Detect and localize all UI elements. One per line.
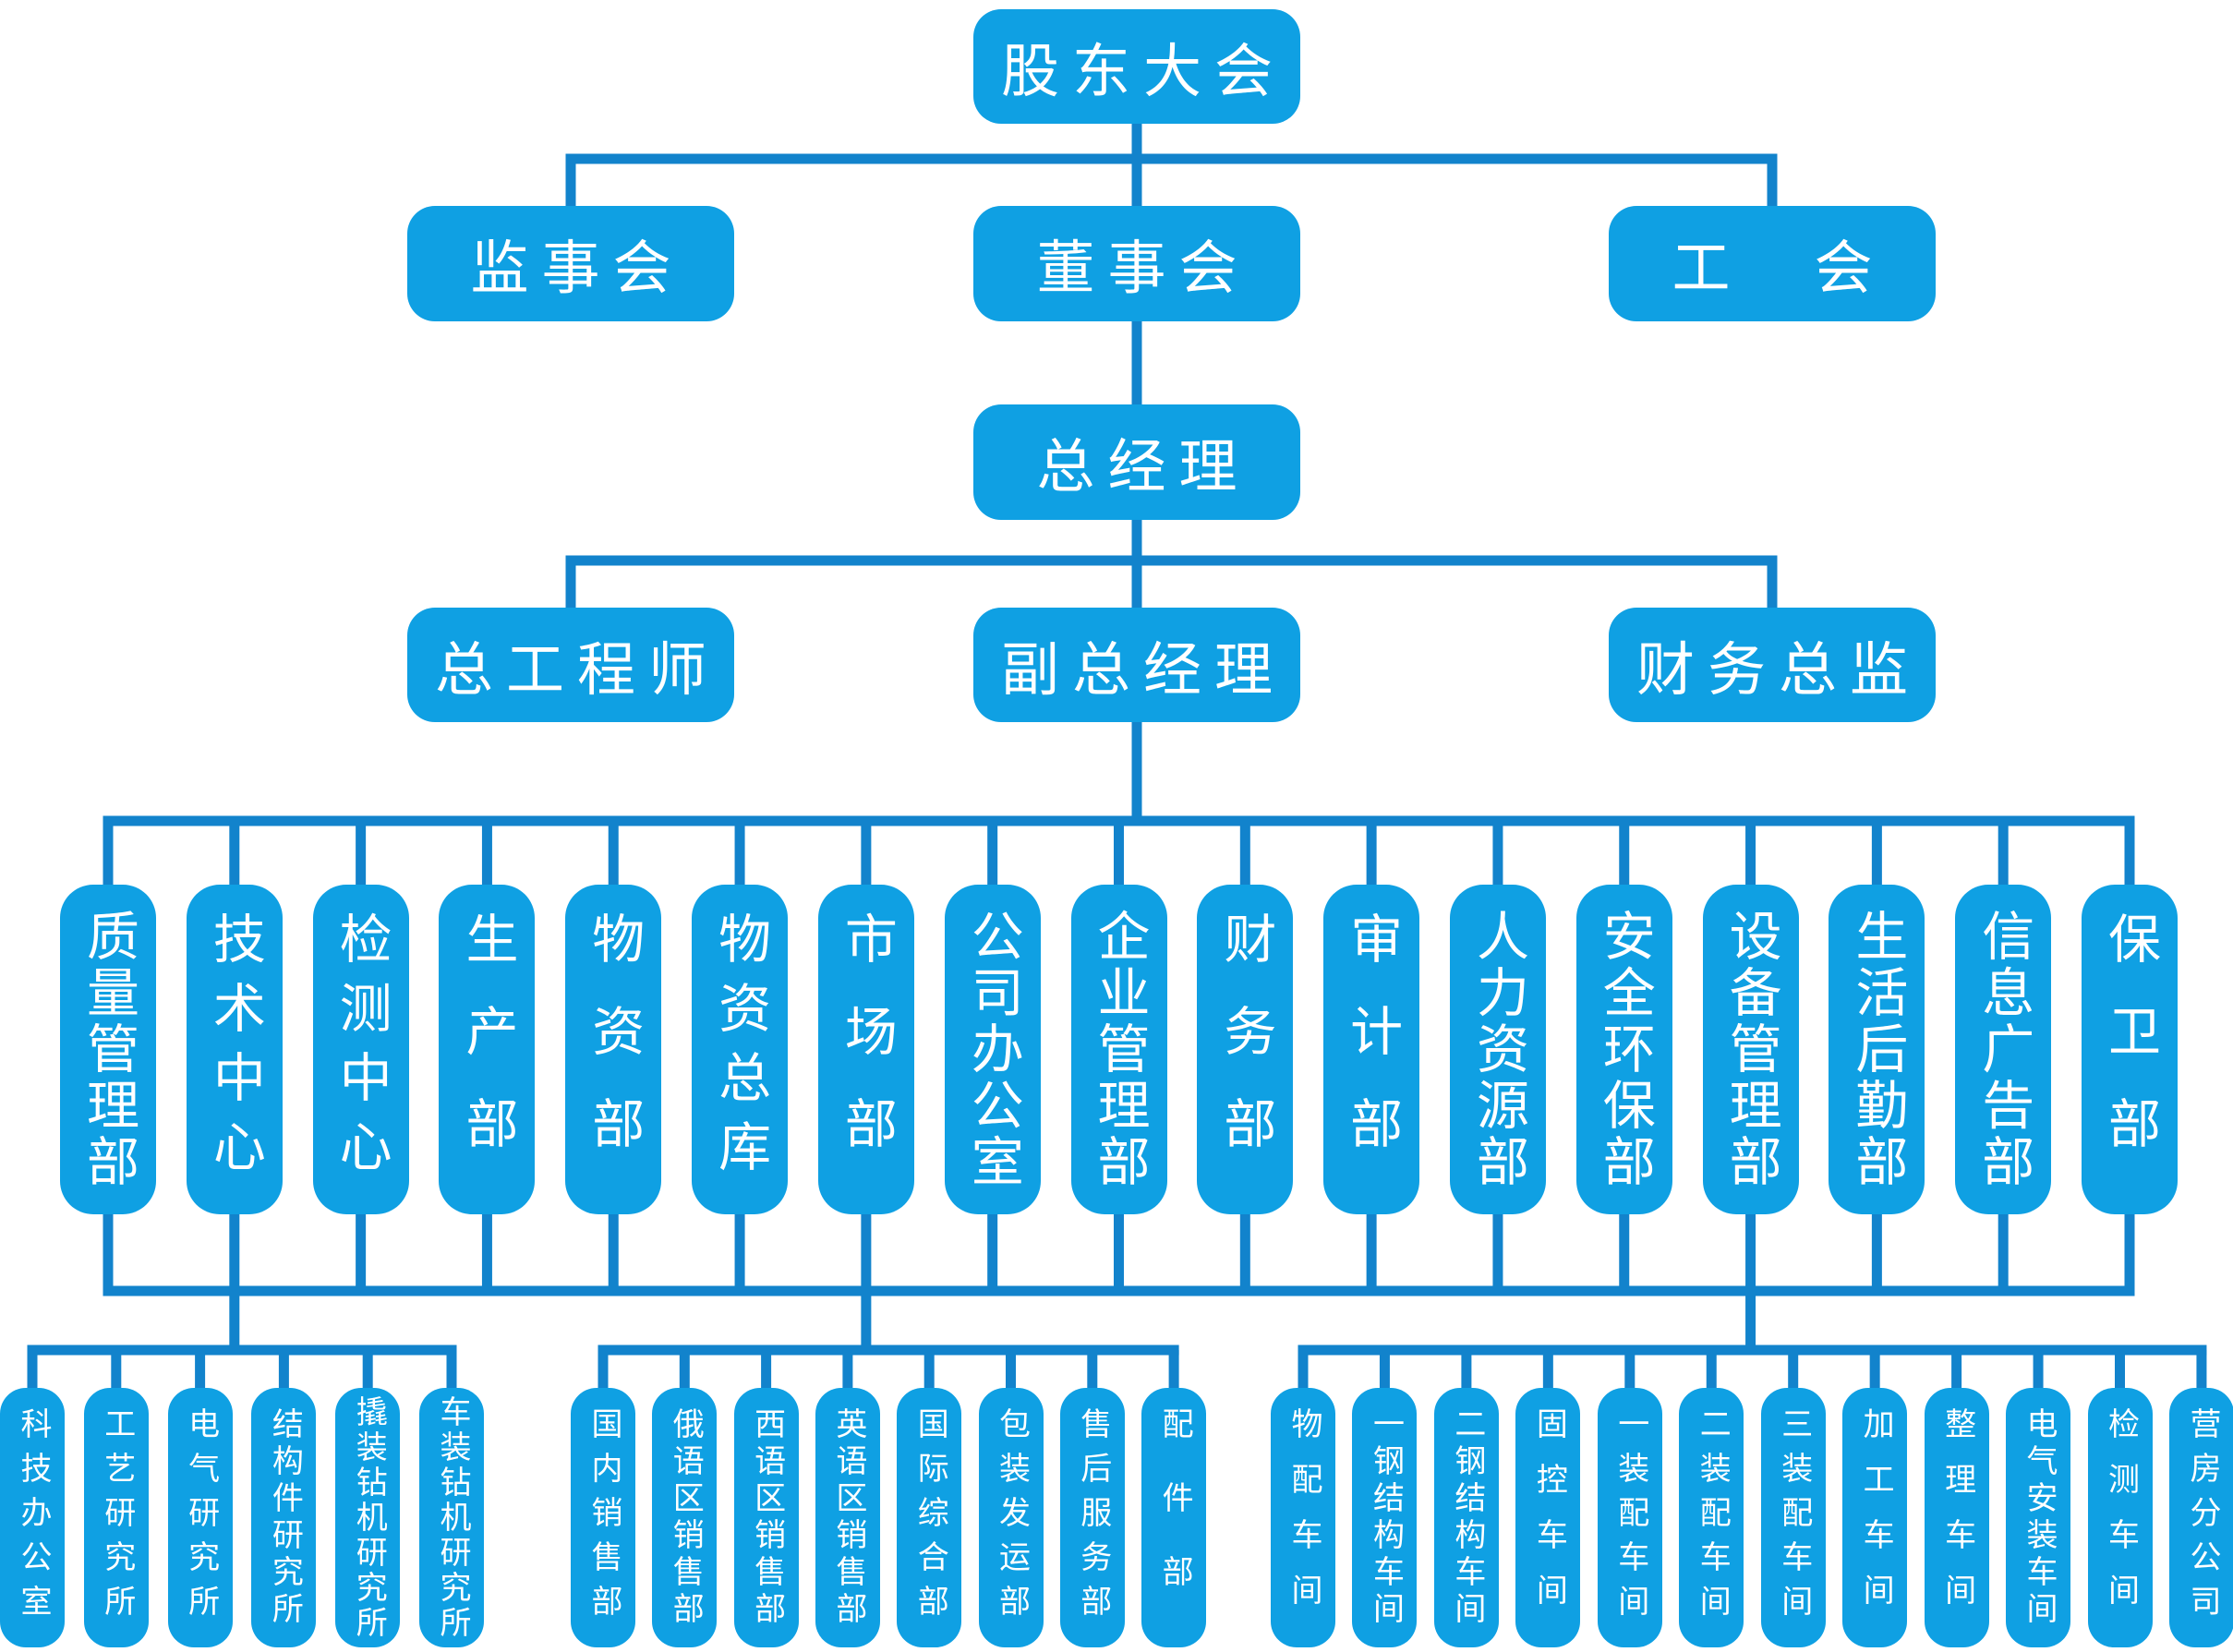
org-node-unit: 俄语区销售部 <box>652 1388 718 1647</box>
org-node-unit: 车装钻机研究所 <box>419 1388 484 1647</box>
org-node-unit: 售后服务部 <box>1059 1388 1125 1647</box>
org-node-deputy-general-manager: 副总经理 <box>973 608 1300 722</box>
org-node-unit: 撬装钻机研究所 <box>335 1388 401 1647</box>
org-node-unit: 配件部 <box>1141 1388 1207 1647</box>
org-node-labor-union: 工 会 <box>1609 206 1936 321</box>
org-node-department: 企业管理部 <box>1070 885 1167 1214</box>
org-node-unit: 国内销售部 <box>571 1388 635 1647</box>
org-node-department: 信息广告部 <box>1955 885 2052 1214</box>
org-node-board-of-directors: 董事会 <box>973 206 1300 321</box>
org-node-department: 物资部 <box>565 885 662 1214</box>
org-node-unit: 三装配车间 <box>1760 1388 1826 1647</box>
org-node-department: 生产部 <box>439 885 536 1214</box>
org-node-unit: 结构件研究所 <box>251 1388 317 1647</box>
org-node-department: 技术中心 <box>186 885 283 1214</box>
org-node-department: 设备管理部 <box>1702 885 1799 1214</box>
org-node-shareholders-meeting: 股东大会 <box>973 9 1300 124</box>
org-node-chief-engineer: 总工程师 <box>407 608 734 722</box>
org-node-unit: 加工车间 <box>1842 1388 1908 1647</box>
org-node-supervisory-board: 监事会 <box>407 206 734 321</box>
org-node-unit: 一装配车间 <box>1597 1388 1662 1647</box>
org-node-department: 保卫部 <box>2082 885 2178 1214</box>
org-node-unit: 英语区销售部 <box>815 1388 880 1647</box>
org-node-general-manager: 总经理 <box>973 404 1300 520</box>
org-node-unit: 国际综合部 <box>897 1388 962 1647</box>
org-node-department: 检测中心 <box>312 885 409 1214</box>
org-node-department: 市场部 <box>817 885 914 1214</box>
org-node-unit: 电气安装车间 <box>2006 1388 2071 1647</box>
org-node-unit: 营房分公司 <box>2168 1388 2233 1647</box>
org-node-department: 人力资源部 <box>1449 885 1546 1214</box>
org-node-department: 物资总库 <box>692 885 789 1214</box>
org-node-unit: 西语区销售部 <box>733 1388 799 1647</box>
org-node-department: 安全环保部 <box>1575 885 1672 1214</box>
org-node-department: 公司办公室 <box>944 885 1041 1214</box>
org-node-unit: 工艺研究所 <box>83 1388 149 1647</box>
org-node-unit: 一钢结构车间 <box>1352 1388 1418 1647</box>
org-node-unit: 电气研究所 <box>167 1388 233 1647</box>
org-node-department: 生活后勤部 <box>1829 885 1925 1214</box>
org-node-unit: 整理车间 <box>1924 1388 1989 1647</box>
org-node-finance-director: 财务总监 <box>1609 608 1936 722</box>
org-node-department: 审计部 <box>1323 885 1420 1214</box>
org-node-department: 财务部 <box>1197 885 1294 1214</box>
org-node-unit: 科技办公室 <box>0 1388 65 1647</box>
org-node-unit: 固控车间 <box>1515 1388 1581 1647</box>
org-node-unit: 包装发运部 <box>978 1388 1044 1647</box>
org-node-unit: 二装配车间 <box>1679 1388 1744 1647</box>
org-node-department: 质量管理部 <box>60 885 156 1214</box>
org-node-unit: 二钢结构车间 <box>1433 1388 1499 1647</box>
org-node-unit: 物配车间 <box>1271 1388 1335 1647</box>
org-node-unit: 检测车间 <box>2087 1388 2153 1647</box>
